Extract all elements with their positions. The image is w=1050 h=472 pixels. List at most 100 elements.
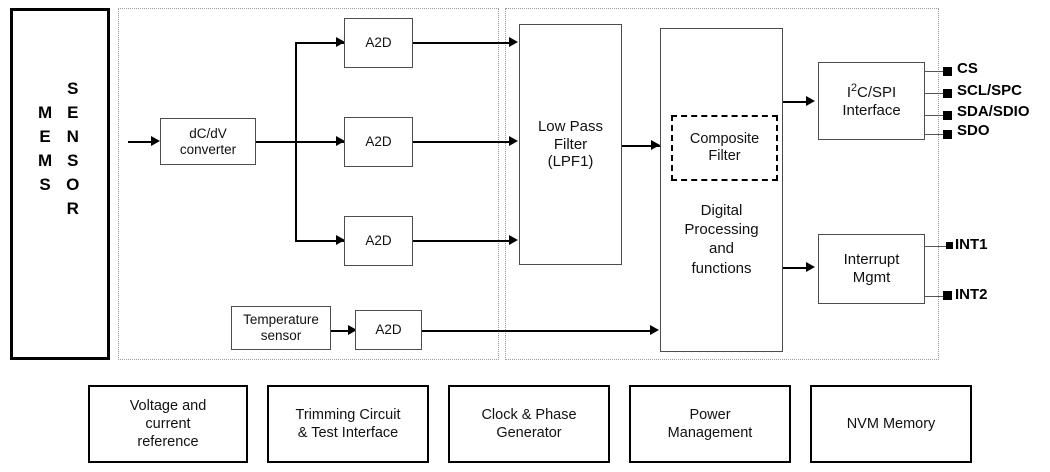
mems-letter: E bbox=[39, 127, 51, 146]
sensor-letter: R bbox=[66, 199, 79, 218]
digital-processing-block: Composite Filter Digital Processing and … bbox=[660, 28, 783, 352]
pin-square-sdo bbox=[943, 130, 952, 139]
arrowhead-a2d2-to-lpf bbox=[509, 136, 518, 146]
digital-processing-label-line2: Processing bbox=[684, 221, 759, 239]
interrupt-mgmt-label-line2: Mgmt bbox=[852, 269, 891, 286]
temperature-sensor-block: Temperature sensor bbox=[231, 306, 331, 350]
a2d-block-1-label: A2D bbox=[365, 35, 392, 51]
wire-a2d2-to-lpf bbox=[413, 141, 511, 143]
support-label-line2: Management bbox=[667, 425, 753, 441]
temperature-sensor-label-line2: sensor bbox=[260, 328, 302, 343]
arrowhead-mems-to-dcdv bbox=[151, 136, 160, 146]
wire-pin-int1 bbox=[925, 246, 947, 247]
digital-processing-label-line1: Digital bbox=[700, 202, 743, 219]
composite-filter-label-line2: Filter bbox=[708, 148, 741, 164]
temperature-sensor-label-line1: Temperature bbox=[243, 312, 319, 328]
a2d-block-1: A2D bbox=[344, 18, 413, 68]
arrowhead-bus-to-a2d1 bbox=[336, 37, 345, 47]
mems-sensor-label: M E M S S E N S O R bbox=[38, 79, 79, 223]
arrowhead-digital-to-interrupt bbox=[806, 262, 815, 272]
dcdv-converter-block: dC/dV converter bbox=[160, 118, 256, 165]
mems-letters-column-left: M E M S bbox=[38, 103, 52, 223]
wire-pin-sclspc bbox=[925, 93, 945, 94]
support-label-line3: reference bbox=[137, 434, 199, 451]
support-label-line2: & Test Interface bbox=[297, 425, 399, 441]
digital-processing-label: Digital Processing and functions bbox=[661, 201, 782, 278]
pin-square-cs bbox=[943, 67, 952, 76]
analog-front-end-region bbox=[118, 8, 499, 360]
arrowhead-bus-to-a2d2 bbox=[336, 136, 345, 146]
digital-core-region bbox=[505, 8, 939, 360]
pin-square-sclspc bbox=[943, 89, 952, 98]
pin-label-cs: CS bbox=[957, 60, 978, 77]
dcdv-converter-label-line2: converter bbox=[179, 141, 237, 157]
pin-label-int2: INT2 bbox=[955, 286, 988, 303]
pin-label-sdasdio: SDA/SDIO bbox=[957, 103, 1030, 120]
i2c-prefix: I bbox=[846, 84, 851, 102]
sensor-letter: S bbox=[67, 79, 79, 98]
pin-label-int1: INT1 bbox=[955, 236, 988, 253]
wire-digital-to-interface bbox=[783, 101, 811, 103]
arrowhead-a2d3-to-lpf bbox=[509, 235, 518, 245]
i2c-spi-interface-block: I2C/SPI Interface bbox=[818, 62, 925, 140]
arrowhead-tempsensor-to-a2dtemp bbox=[348, 325, 357, 335]
composite-filter-label-line1: Composite bbox=[689, 130, 760, 147]
i2c-suffix: C/SPI bbox=[857, 84, 897, 102]
support-label-line1: Power bbox=[689, 406, 731, 423]
i2c-spi-interface-label-line2: Interface bbox=[842, 102, 901, 119]
mems-letters-column-right: S E N S O R bbox=[66, 79, 79, 223]
sensor-letter: O bbox=[66, 175, 80, 194]
wire-bus-to-a2d1 bbox=[295, 42, 344, 44]
wire-pin-int2 bbox=[925, 296, 943, 297]
a2d-block-2-label: A2D bbox=[365, 134, 392, 150]
a2d-block-temperature-label: A2D bbox=[375, 322, 402, 338]
mems-letter: M bbox=[38, 103, 53, 122]
digital-processing-label-line3: and bbox=[708, 240, 735, 258]
arrowhead-a2d1-to-lpf bbox=[509, 37, 518, 47]
digital-processing-label-line4: functions bbox=[691, 259, 752, 277]
support-label-line1: Clock & Phase bbox=[481, 406, 577, 423]
support-block-trimming-circuit-test-interface: Trimming Circuit & Test Interface bbox=[267, 385, 429, 463]
interrupt-mgmt-label-line1: Interrupt bbox=[843, 251, 900, 269]
wire-bus-to-a2d3 bbox=[295, 240, 344, 242]
support-block-nvm-memory: NVM Memory bbox=[810, 385, 972, 463]
interrupt-mgmt-block: Interrupt Mgmt bbox=[818, 234, 925, 304]
composite-filter-block: Composite Filter bbox=[671, 115, 778, 181]
wire-pin-sdasdio bbox=[925, 115, 945, 116]
a2d-block-3-label: A2D bbox=[365, 233, 392, 249]
wire-dcdv-to-bus bbox=[256, 141, 344, 143]
wire-vertical-bus bbox=[295, 42, 297, 241]
mems-sensor-block bbox=[10, 8, 110, 360]
support-block-power-management: Power Management bbox=[629, 385, 791, 463]
arrowhead-lpf-to-digital bbox=[651, 140, 660, 150]
wire-mems-to-dcdv bbox=[128, 141, 152, 143]
wire-a2d1-to-lpf bbox=[413, 42, 511, 44]
i2c-spi-interface-label-line1: I2C/SPI bbox=[847, 82, 896, 102]
wire-pin-sdo bbox=[925, 134, 945, 135]
a2d-block-2: A2D bbox=[344, 117, 413, 167]
arrowhead-digital-to-interface bbox=[806, 96, 815, 106]
support-label-line1: NVM Memory bbox=[846, 415, 936, 432]
i2c-superscript: 2 bbox=[850, 82, 857, 95]
support-block-voltage-current-reference: Voltage and current reference bbox=[88, 385, 248, 463]
a2d-block-temperature: A2D bbox=[355, 310, 422, 350]
a2d-block-3: A2D bbox=[344, 216, 413, 266]
pin-label-sdo: SDO bbox=[957, 122, 990, 139]
wire-a2d3-to-lpf bbox=[413, 240, 511, 242]
pin-square-int1 bbox=[946, 242, 953, 249]
pin-square-sdasdio bbox=[943, 111, 952, 120]
mems-letter: S bbox=[39, 175, 51, 194]
support-label-line2: current bbox=[145, 415, 191, 432]
sensor-letter: S bbox=[67, 151, 79, 170]
wire-pin-cs bbox=[925, 71, 945, 72]
support-label-line2: Generator bbox=[496, 425, 562, 441]
support-block-clock-phase-generator: Clock & Phase Generator bbox=[448, 385, 610, 463]
low-pass-filter-label-line3: (LPF1) bbox=[547, 153, 594, 171]
low-pass-filter-label-line1: Low Pass bbox=[537, 117, 604, 135]
sensor-letter: N bbox=[66, 127, 79, 146]
support-label-line1: Voltage and bbox=[129, 397, 207, 414]
support-label-line1: Trimming Circuit bbox=[295, 406, 401, 423]
wire-a2dtemp-to-digital bbox=[422, 330, 652, 332]
support-blocks-row: Voltage and current reference Trimming C… bbox=[88, 385, 1040, 463]
